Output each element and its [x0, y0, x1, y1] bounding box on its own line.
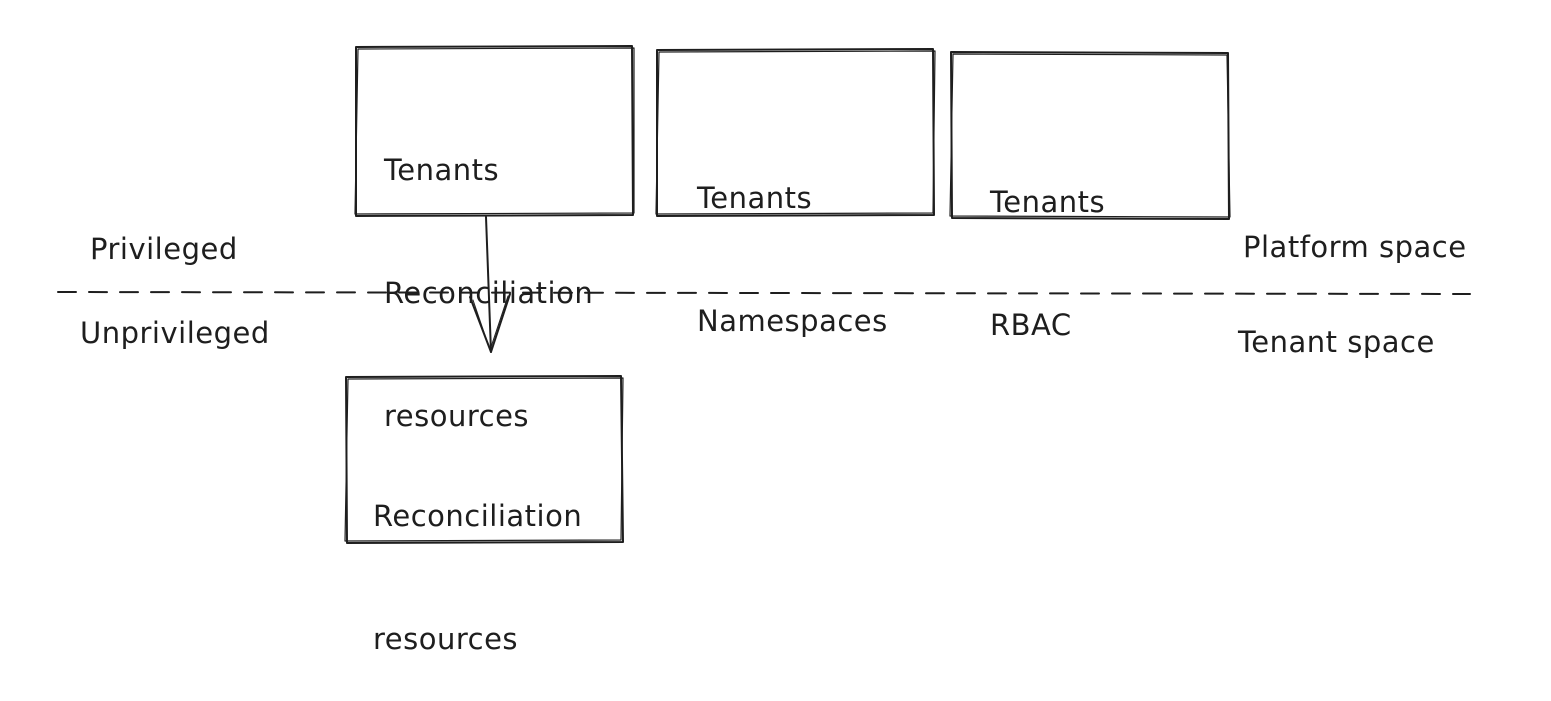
- box-line: Tenants: [384, 153, 500, 187]
- box-line: Reconciliation: [373, 499, 583, 533]
- box-tenants-reconciliation: [354, 45, 635, 217]
- box-tenants-rbac-text: Tenants RBAC: [990, 100, 1105, 387]
- box-line: resources: [373, 622, 519, 656]
- box-tenants-namespaces: [655, 48, 936, 217]
- box-line: RBAC: [990, 308, 1072, 342]
- box-tenants-rbac: [949, 51, 1231, 220]
- label-unprivileged: Unprivileged: [80, 316, 270, 350]
- diagram-canvas: [57, 45, 1471, 544]
- box-line: Reconciliation: [384, 276, 594, 310]
- box-line: resources: [384, 399, 530, 433]
- box-reconciliation-resources-text: Reconciliation resources: [373, 414, 582, 701]
- label-tenant-space: Tenant space: [1238, 325, 1435, 359]
- box-line: Tenants: [697, 181, 813, 215]
- box-line: Tenants: [990, 185, 1106, 219]
- box-reconciliation-resources: [344, 375, 624, 544]
- arrow-reconciliation-down: [469, 216, 511, 353]
- box-tenants-reconciliation-text: Tenants Reconciliation resources: [384, 68, 593, 478]
- label-platform-space: Platform space: [1243, 230, 1467, 264]
- box-tenants-namespaces-text: Tenants Namespaces: [697, 96, 888, 383]
- box-line: Namespaces: [697, 304, 888, 338]
- privilege-boundary-dashed-line: [57, 291, 1471, 295]
- label-privileged: Privileged: [90, 232, 238, 266]
